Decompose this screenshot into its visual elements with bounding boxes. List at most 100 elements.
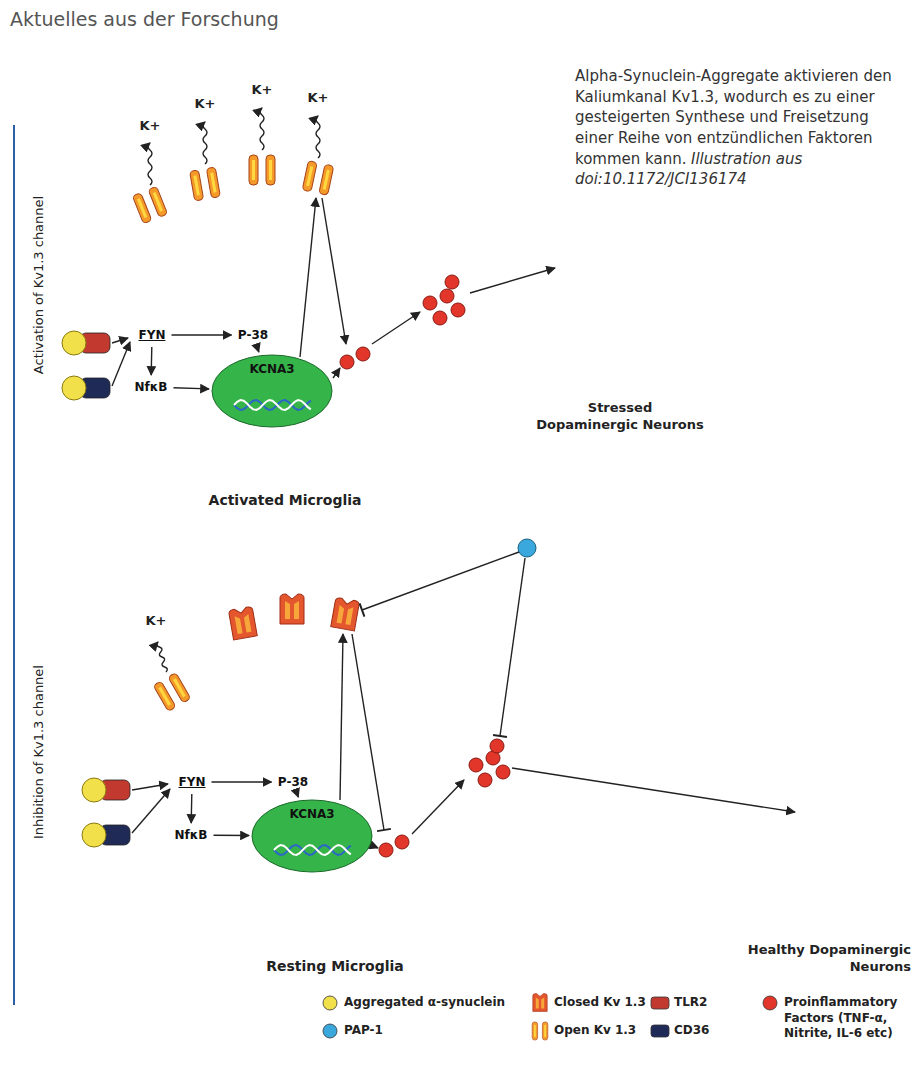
dendrite-branch [820,781,835,800]
microglia-cell: Resting MicrogliaFYNP-38NfκBKCNA3 [100,560,570,990]
dendrite-branch [911,827,919,846]
axis-label: Activation of Kv1.3 channel [31,165,49,405]
potassium-efflux-arrow [316,116,320,158]
channel-core [158,687,171,706]
pathway-arrow [214,835,250,837]
potassium-efflux-arrow [157,642,168,672]
legend-swatch [651,1025,669,1037]
dendrite-branch [915,777,919,797]
dendrite [877,815,919,835]
dendrite [810,791,877,816]
channel-half [190,170,204,201]
microglia-cell: Activated MicrogliaFYNP-38NfκBKCNA3 [80,130,490,530]
dendrite-branch [893,855,896,879]
caption-block: Alpha-Synuclein-Aggregate aktivieren den… [575,66,910,190]
legend-text: TLR2 [674,995,707,1011]
channel-half [532,1022,537,1040]
channel-core [193,175,199,195]
ion-label: K+ [308,90,329,105]
proinflammatory-factor [445,275,459,289]
arrow [112,338,128,343]
proinflammatory-factor [423,296,437,310]
legend-swatch [319,992,341,1014]
channel-body [280,594,304,624]
gene-label: KCNA3 [212,362,332,376]
channel-core [323,170,330,190]
channel-half [148,186,168,217]
cell-nucleus: KCNA3 [252,800,372,872]
receptor [80,333,110,353]
dendrite-branch [882,765,887,789]
pathway-arrow [150,347,152,375]
dendrite [831,815,877,836]
receptor [80,378,110,398]
signal-molecule: NfκB [132,378,171,396]
neuron: Healthy Dopaminergic Neurons [735,690,915,990]
dendrite-branch [896,855,916,868]
dendrite-branch [653,272,677,275]
channel-core [137,198,147,218]
arrow [373,846,378,848]
potassium-efflux-arrow [260,108,264,150]
pathway-arrow [190,794,192,823]
channel-core [269,160,272,180]
open-channel [249,155,275,185]
alpha-synuclein [62,376,86,400]
dendrite-branch [634,330,654,343]
nucleus [252,800,372,872]
dendrite-branch [653,252,666,272]
legend-swatch [651,997,669,1009]
ion-label: K+ [252,82,273,97]
dendrite-branch [631,330,634,354]
inhibition-line [352,634,384,830]
signal-label: FYN [176,773,209,791]
dendrite-branch [558,256,573,275]
ion-label: K+ [140,118,161,133]
cell-nucleus: KCNA3 [212,355,332,427]
dendrite-branch [574,303,587,323]
axis-label: Inhibition of Kv1.3 channel [31,632,49,872]
legend-swatch [323,1024,337,1038]
closed-channel [280,594,304,624]
soma [860,798,894,832]
legend-swatch [759,992,781,1014]
proinflammatory-factor [469,758,483,772]
arrow [112,342,130,386]
potassium-efflux-arrow [148,143,152,185]
dendrite-branch [862,759,865,783]
microglia-body [89,145,482,506]
arrow [132,789,170,833]
proinflammatory-factor [395,835,409,849]
ion-label: K+ [195,96,216,111]
channel-core [235,614,252,634]
arrow [300,198,316,357]
pap1-inhibitor [518,539,536,557]
dendrite-branch [580,245,600,258]
closed-channel [331,597,360,631]
alpha-synuclein [82,778,106,802]
dendrite-branch [915,797,919,800]
signal-molecule: FYN [176,773,209,791]
dendrite-branch [586,319,605,334]
dendrite [615,248,631,290]
signal-label: FYN [136,326,169,344]
channel-body [533,993,547,1011]
neuron: Stressed Dopaminergic Neurons [525,195,735,445]
open-channel [532,1022,548,1040]
signal-label: NfκB [132,378,171,396]
channel-core [285,601,299,619]
channel-half [168,673,191,703]
legend-swatch [319,1020,341,1042]
dendrite-branch [625,249,644,264]
dendrite-branch [550,275,574,280]
channel-core [534,1025,536,1037]
dendrite [615,290,645,355]
channel-core [173,678,186,697]
signal-molecule: NfκB [172,826,211,844]
dendrite [877,773,893,815]
proinflammatory-factor [433,311,447,325]
dendrite [615,290,670,310]
channel-half [266,155,275,185]
proinflammatory-factor [440,289,454,303]
